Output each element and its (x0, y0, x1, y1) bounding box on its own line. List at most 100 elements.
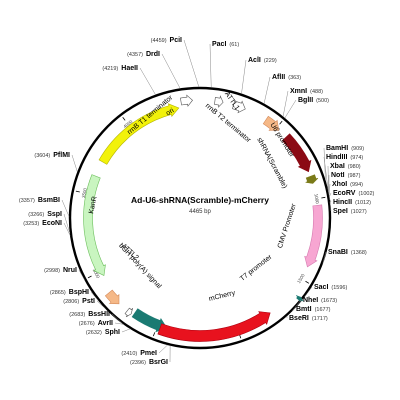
site-name: AflII (272, 74, 285, 81)
feature-u6 (281, 133, 312, 173)
site-position: (3253) (23, 221, 39, 227)
site-leader (63, 222, 71, 236)
tick-label: 4000 (122, 119, 133, 129)
site-position: (987) (348, 173, 361, 179)
site-label: NotI(987) (331, 172, 361, 179)
site-label: PacI(61) (212, 41, 239, 48)
site-name: BglII (298, 97, 313, 104)
site-label: SnaBI(1368) (328, 249, 367, 256)
site-label: (4219)HaeII (102, 65, 138, 72)
tick-mark (152, 332, 156, 337)
site-leader (241, 59, 247, 94)
site-leader (284, 99, 297, 119)
site-label: HindIII(974) (326, 154, 363, 161)
plasmid-backbone (68, 86, 332, 350)
site-position: (1368) (351, 250, 367, 256)
site-name: SspI (47, 211, 62, 218)
feature-label-mcherry: mCherry (208, 290, 236, 303)
feature-bgh (131, 308, 168, 333)
site-leader (63, 213, 71, 234)
feature-mcherry (157, 311, 271, 342)
site-position: (4459) (151, 38, 167, 44)
feature-attl2 (124, 307, 133, 318)
feature-salmon1 (262, 115, 280, 131)
site-position: (980) (348, 164, 361, 170)
site-label: XbaI(980) (330, 163, 361, 170)
site-name: PstI (82, 298, 95, 305)
feature-ori (98, 103, 180, 165)
site-position: (1002) (358, 191, 374, 197)
site-position: (2676) (79, 321, 95, 327)
site-leader (292, 308, 295, 312)
site-leader (209, 43, 212, 88)
site-label: NheI(1673) (303, 297, 337, 304)
tick-label: 3500 (81, 187, 88, 198)
feature-label-cmv: CMV Promoter (277, 202, 298, 249)
site-position: (2683) (69, 312, 85, 318)
feature-salmon2 (104, 289, 120, 305)
site-leader (329, 201, 332, 212)
site-label: BamHI(909) (326, 145, 364, 152)
site-leader (158, 344, 168, 354)
tick-mark (87, 275, 92, 279)
site-position: (2806) (63, 299, 79, 305)
site-label: BglII(500) (298, 97, 329, 104)
site-leader (96, 300, 106, 309)
feature-attl1 (232, 100, 246, 114)
feature-rrnb_t2 (214, 95, 224, 108)
site-position: (2632) (86, 330, 102, 336)
site-leader (90, 291, 99, 301)
restriction-sites: (4459)PciIPacI(61)(4357)DrdIAclI(229)(42… (19, 37, 375, 366)
tick-mark (75, 190, 80, 193)
site-position: (4219) (102, 66, 118, 72)
plasmid-title: Ad-U6-shRNA(Scramble)-mCherry (131, 195, 269, 205)
site-position: (1012) (355, 200, 371, 206)
site-name: BsmBI (38, 197, 60, 204)
site-name: BamHI (326, 145, 348, 152)
site-label: (2410)PmeI (121, 350, 157, 357)
site-position: (994) (350, 182, 363, 188)
site-leader (139, 67, 156, 95)
site-label: (2396)BsrGI (130, 359, 168, 366)
site-position: (229) (264, 58, 277, 64)
tick-label: 1500 (296, 273, 306, 285)
site-label: (2865)BspHI (50, 289, 89, 296)
site-name: AclI (248, 57, 261, 64)
site-name: BspHI (69, 289, 89, 296)
site-leader (329, 198, 332, 203)
site-leader (183, 39, 200, 88)
site-position: (2396) (130, 360, 146, 366)
site-name: HindIII (326, 154, 347, 161)
site-leader (161, 53, 181, 89)
site-leader (329, 192, 332, 198)
site-name: PflMI (53, 152, 70, 159)
site-label: (2998)NruI (44, 267, 77, 274)
site-position: (3266) (28, 212, 44, 218)
site-leader (282, 90, 289, 117)
site-leader (328, 183, 331, 196)
site-name: XhoI (332, 181, 347, 188)
site-name: EcoNI (42, 220, 62, 227)
site-position: (974) (350, 155, 363, 161)
site-label: SacI(1596) (314, 284, 347, 291)
site-name: HaeII (121, 65, 138, 72)
site-leader (61, 199, 70, 217)
site-name: PmeI (140, 350, 157, 357)
tick-mark (321, 196, 326, 199)
feature-label-kanr: KanR (88, 196, 98, 215)
feature-label-ori: ori (165, 107, 176, 117)
site-label: (3357)BsmBI (19, 197, 60, 204)
site-position: (2865) (50, 290, 66, 296)
site-name: HincII (333, 199, 352, 206)
site-label: (3253)EcoNI (23, 220, 62, 227)
site-label: EcoRV(1002) (333, 190, 375, 197)
site-leader (114, 322, 124, 325)
site-label: (3266)SspI (28, 211, 62, 218)
site-name: BssHII (88, 311, 110, 318)
site-label: XmnI(488) (290, 88, 323, 95)
site-position: (1717) (312, 316, 328, 322)
site-label: (2676)AvrII (79, 320, 113, 327)
site-leader (71, 154, 78, 173)
feature-t7 (295, 295, 304, 302)
